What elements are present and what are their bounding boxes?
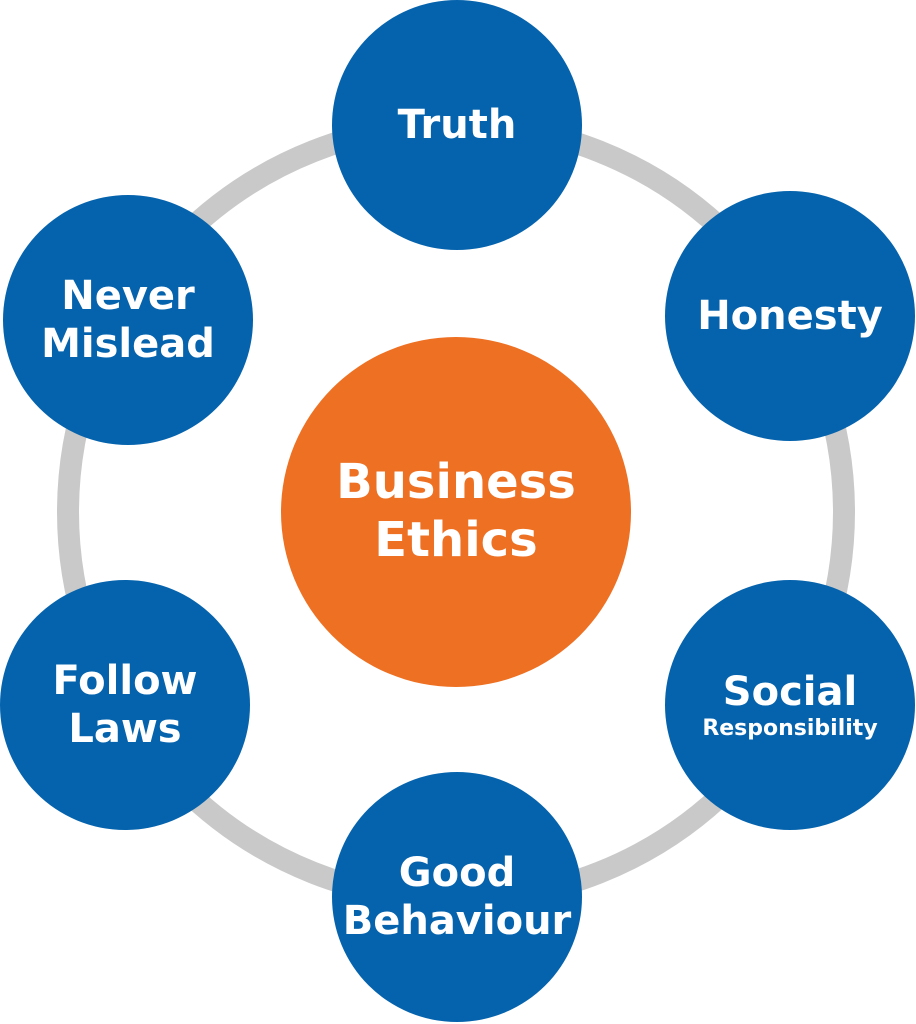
node-follow-laws: Follow Laws	[0, 580, 250, 830]
node-good-behaviour: Good Behaviour	[332, 772, 582, 1022]
node-never-mislead: Never Mislead	[3, 195, 253, 445]
node-social-responsibility: Social Responsibility	[665, 580, 915, 830]
node-label: Social	[722, 668, 858, 715]
node-label-sub: Behaviour	[342, 898, 572, 944]
node-label: Good	[398, 850, 516, 896]
node-label-sub: Responsibility	[702, 715, 878, 741]
node-label: Honesty	[697, 293, 883, 339]
center-business-ethics: Business Ethics	[281, 337, 631, 687]
center-label-line1: Business	[336, 454, 576, 511]
node-truth: Truth	[332, 0, 582, 250]
node-label-sub: Laws	[68, 706, 182, 752]
center-label-line2: Ethics	[374, 512, 538, 568]
node-label-sub: Mislead	[41, 321, 215, 367]
node-label: Truth	[397, 102, 517, 148]
node-label: Follow	[52, 658, 198, 704]
node-honesty: Honesty	[665, 191, 915, 441]
node-label: Never	[61, 273, 195, 319]
